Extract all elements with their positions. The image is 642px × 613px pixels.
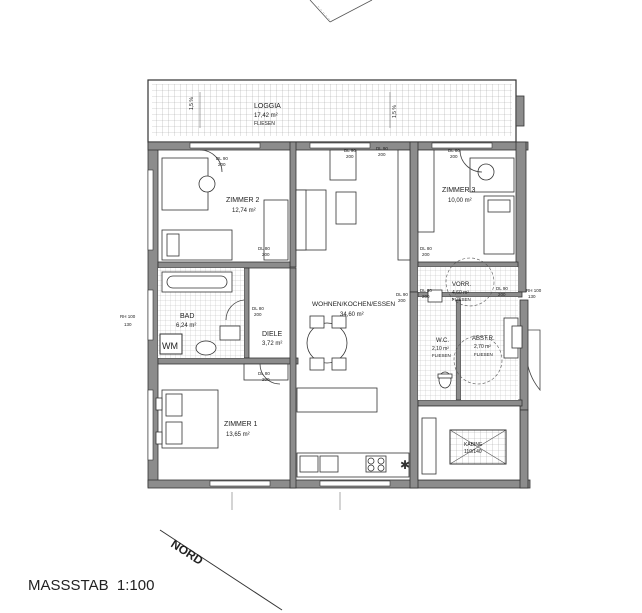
door-label: 200 — [262, 377, 270, 382]
door-label: 200 — [498, 292, 506, 297]
door-label: DL 90 — [396, 292, 408, 297]
zimmer2-furniture — [161, 149, 289, 261]
door-label: 200 — [262, 252, 270, 257]
door-label: 200 — [398, 298, 406, 303]
interior-walls — [157, 141, 523, 489]
vorr-name: VORR. — [452, 282, 471, 288]
door-label: 200 — [218, 162, 226, 167]
door-label: 200 — [450, 154, 458, 159]
svg-text:✱: ✱ — [400, 458, 410, 472]
vorr-floor: FLIESEN — [452, 297, 471, 302]
zimmer1-furniture — [155, 363, 289, 449]
bad-fixtures — [158, 268, 245, 358]
door-labels: DL 90 200 DL 90 200 DL 80 200 DL 80 200 … — [120, 97, 542, 382]
abstr-area: 2,70 m² — [474, 344, 491, 350]
service-rooms — [418, 257, 541, 400]
door-label: 200 — [422, 294, 430, 299]
wm-label: WM — [162, 341, 178, 351]
zimmer1-area: 13,65 m² — [226, 432, 250, 438]
bad-area: 6,24 m² — [176, 323, 196, 329]
north-arrow: NORD — [159, 529, 283, 611]
zimmer2-area: 12,74 m² — [232, 208, 256, 214]
scale-label: MASSSTAB 1:100 — [28, 577, 154, 594]
slope-label: 1,5 % — [392, 105, 398, 118]
kabine-size: 110/140 — [464, 449, 482, 455]
zimmer3-name: ZIMMER 3 — [442, 187, 476, 194]
room-labels: LOGGIA 17,42 m² FLIESEN ZIMMER 2 12,74 m… — [162, 103, 495, 455]
door-label: DL 80 — [252, 306, 264, 311]
slope-label: 1,5 % — [189, 97, 195, 110]
abstr-name: ABST.R. — [472, 336, 495, 342]
door-label: 200 — [254, 312, 262, 317]
window-label: RH 100 — [526, 288, 542, 293]
loggia-area — [147, 79, 525, 143]
kabine-name: KABINE — [464, 442, 483, 448]
loggia-area: 17,42 m² — [254, 113, 278, 119]
windows — [147, 142, 493, 487]
door-label: DL 80 — [420, 246, 432, 251]
door-label: DL 80 — [420, 288, 432, 293]
zimmer2-name: ZIMMER 2 — [226, 197, 260, 204]
door-label: 200 — [346, 154, 354, 159]
wc-area: 2,10 m² — [432, 346, 449, 352]
lift-shaft — [417, 405, 521, 481]
door-label: DL 80 — [258, 371, 270, 376]
door-label: DL 90 — [496, 286, 508, 291]
window-label: RH 100 — [120, 314, 136, 319]
wc-floor: FLIESEN — [432, 353, 451, 358]
nord-label: NORD — [168, 537, 206, 568]
window-label: 130 — [528, 294, 536, 299]
wc-name: W.C. — [436, 338, 449, 344]
door-label: DL 80 — [258, 246, 270, 251]
door-label: DL 90 — [216, 156, 228, 161]
wohnen-area: 34,60 m² — [340, 312, 364, 318]
door-label: DL 90 — [344, 148, 356, 153]
window-label: 130 — [124, 322, 132, 327]
door-label: 200 — [422, 252, 430, 257]
diele-name: DIELE — [262, 331, 283, 338]
diele-area: 3,72 m² — [262, 341, 282, 347]
abstr-floor: FLIESEN — [474, 352, 493, 357]
zimmer3-furniture — [417, 149, 515, 255]
wohnen-furniture: ✱ — [295, 149, 411, 478]
loggia-floor: FLIESEN — [254, 121, 275, 127]
zimmer3-area: 10,00 m² — [448, 198, 472, 204]
door-label: DL 80 — [448, 148, 460, 153]
dimension-marks — [199, 92, 391, 510]
zimmer1-name: ZIMMER 1 — [224, 421, 258, 428]
door-label: 200 — [378, 152, 386, 157]
door-label: DL 90 — [376, 146, 388, 151]
vorr-area: 4,60 m² — [452, 290, 469, 296]
loggia-name: LOGGIA — [254, 103, 281, 110]
wohnen-name: WOHNEN/KOCHEN/ESSEN — [312, 301, 395, 308]
bad-name: BAD — [180, 313, 194, 320]
corner-arrow — [309, 0, 373, 23]
